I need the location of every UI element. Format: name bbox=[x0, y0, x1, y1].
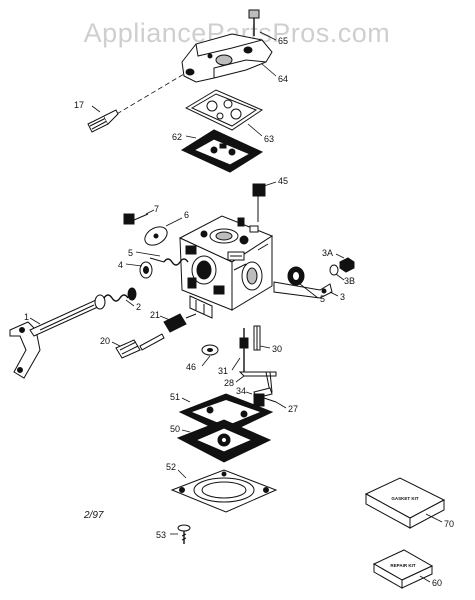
part-70-gasket-kit: GASKET KIT bbox=[364, 477, 446, 529]
callout-62: 62 bbox=[172, 132, 182, 142]
callout-30: 30 bbox=[272, 344, 282, 354]
dashed-guide-17 bbox=[109, 73, 185, 119]
callout-21: 21 bbox=[150, 310, 160, 320]
part-5-right-gear bbox=[287, 266, 305, 286]
callout-51: 51 bbox=[170, 392, 180, 402]
part-50-diaphragm bbox=[176, 419, 272, 463]
callout-60: 60 bbox=[432, 578, 442, 588]
callout-5-left: 5 bbox=[128, 248, 133, 258]
part-45-plug bbox=[252, 183, 266, 222]
callout-31: 31 bbox=[218, 366, 228, 376]
callout-17: 17 bbox=[74, 100, 84, 110]
callout-7: 7 bbox=[154, 204, 159, 214]
callout-5-right: 5 bbox=[320, 294, 325, 304]
repair-kit-label: REPAIR KIT bbox=[390, 563, 415, 568]
part-46-washer bbox=[201, 344, 219, 356]
callout-34: 34 bbox=[236, 386, 246, 396]
part-6-disc bbox=[144, 226, 168, 246]
part-3b-washer bbox=[329, 264, 339, 276]
callout-64: 64 bbox=[278, 74, 288, 84]
callout-52: 52 bbox=[166, 462, 176, 472]
part-3a-nut bbox=[339, 257, 355, 273]
carburetor-body bbox=[178, 215, 274, 319]
part-21-screw bbox=[163, 313, 197, 333]
part-3-lever bbox=[273, 281, 333, 299]
part-53-screw bbox=[177, 524, 191, 544]
leader-lines bbox=[29, 31, 443, 583]
part-65-screw bbox=[248, 9, 260, 36]
callout-3b: 3B bbox=[344, 276, 355, 286]
part-30-pin bbox=[253, 325, 261, 351]
part-4-washer bbox=[139, 261, 153, 279]
part-52-cover bbox=[170, 469, 278, 513]
part-62-diaphragm bbox=[180, 129, 264, 173]
callout-65: 65 bbox=[278, 36, 288, 46]
callout-4: 4 bbox=[118, 260, 123, 270]
part-callouts: 65 64 17 63 62 45 7 6 5 4 3A 3B 3 5 1 2 … bbox=[24, 36, 454, 588]
callout-3a: 3A bbox=[322, 248, 333, 258]
callout-53: 53 bbox=[156, 530, 166, 540]
part-5-left-spring bbox=[149, 257, 189, 266]
callout-28: 28 bbox=[224, 378, 234, 388]
part-60-repair-kit: REPAIR KIT bbox=[372, 549, 434, 589]
callout-45: 45 bbox=[278, 176, 288, 186]
callout-6: 6 bbox=[184, 210, 189, 220]
gasket-kit-label: GASKET KIT bbox=[391, 496, 419, 501]
part-64-pump-cover bbox=[181, 33, 273, 83]
part-63-gasket bbox=[184, 89, 264, 131]
callout-46: 46 bbox=[186, 362, 196, 372]
part-31-inlet-needle bbox=[239, 328, 249, 372]
callout-20: 20 bbox=[100, 336, 110, 346]
part-27-screw bbox=[253, 393, 277, 407]
callout-27: 27 bbox=[288, 404, 298, 414]
part-20-needle bbox=[115, 333, 165, 359]
callout-3: 3 bbox=[340, 292, 345, 302]
part-17-screw bbox=[87, 109, 119, 133]
callout-1: 1 bbox=[24, 312, 29, 322]
callout-50: 50 bbox=[170, 424, 180, 434]
callout-2: 2 bbox=[136, 302, 141, 312]
callout-70: 70 bbox=[444, 519, 454, 529]
part-2-spring bbox=[94, 287, 137, 310]
part-7-screw bbox=[123, 213, 149, 225]
date-code: 2/97 bbox=[83, 510, 104, 521]
callout-63: 63 bbox=[264, 134, 274, 144]
